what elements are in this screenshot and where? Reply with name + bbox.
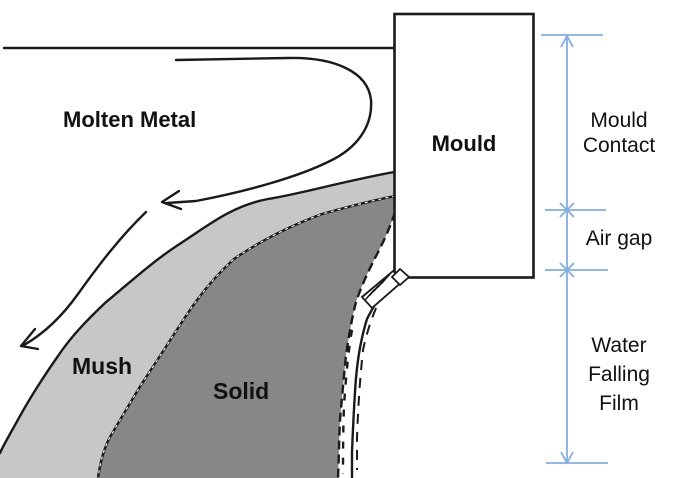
- solid-region: [98, 196, 395, 478]
- mush-liquid-boundary: [0, 170, 396, 455]
- water-film-dashes-inner: [341, 329, 354, 475]
- arrowhead-down-icon: [560, 451, 574, 465]
- dimension-lines: [541, 34, 608, 465]
- mush-region: [0, 172, 395, 478]
- air-gap-label: Air gap: [585, 227, 653, 250]
- water-falling-film-label: Water Falling Film: [588, 334, 650, 415]
- mould-label: Mould: [431, 131, 497, 156]
- mould-contact-label: Mould Contact: [582, 109, 656, 157]
- spray-nozzle-icon: [360, 267, 411, 310]
- solid-label: Solid: [213, 378, 270, 404]
- arrowhead-up-icon: [560, 34, 574, 48]
- mould-outline: [393, 12, 535, 279]
- mush-label: Mush: [72, 353, 133, 379]
- dimension-cross-lower-icon: [559, 262, 575, 278]
- flow-arrow-upper-head: [160, 189, 183, 211]
- flow-arrow-lower: [22, 210, 148, 347]
- dimension-cross-upper-icon: [559, 202, 575, 218]
- water-film-dashes-outer: [356, 291, 385, 470]
- flow-arrow-lower-head: [19, 327, 40, 351]
- molten-metal-label: Molten Metal: [63, 107, 197, 132]
- shell-surface-boundary: [336, 211, 397, 478]
- flow-arrow-upper: [165, 56, 373, 205]
- mush-solid-boundary: [96, 194, 397, 478]
